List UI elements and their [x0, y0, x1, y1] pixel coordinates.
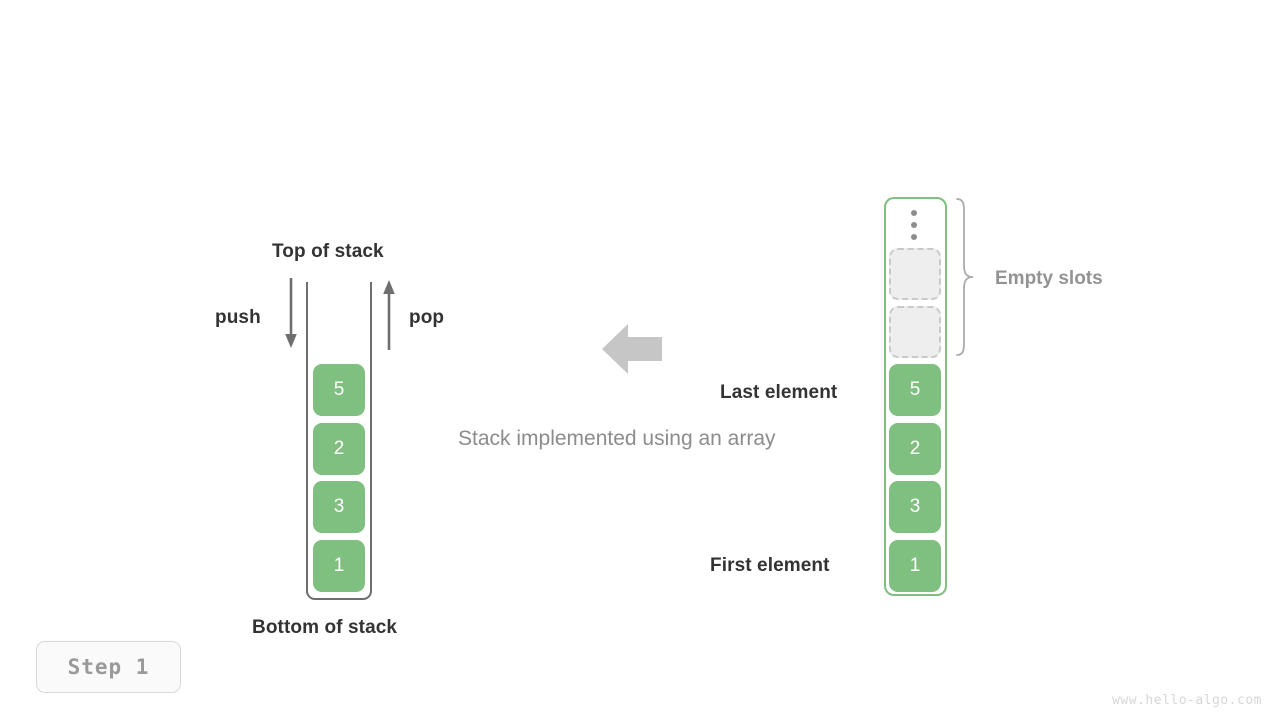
pop-label: pop	[409, 307, 445, 328]
watermark: www.hello-algo.com	[1112, 693, 1262, 708]
empty-slot	[889, 306, 941, 358]
first-element-label: First element	[710, 555, 830, 576]
stack-element: 2	[313, 423, 365, 475]
vertical-ellipsis-icon	[910, 210, 918, 240]
array-element: 1	[889, 540, 941, 592]
step-badge: Step 1	[36, 641, 181, 693]
empty-slot	[889, 248, 941, 300]
diagram-caption: Stack implemented using an array	[458, 427, 776, 450]
stack-element: 5	[313, 364, 365, 416]
top-of-stack-label: Top of stack	[272, 241, 384, 262]
last-element-label: Last element	[720, 382, 838, 403]
pop-arrow-icon	[383, 280, 395, 350]
empty-slots-label: Empty slots	[995, 268, 1103, 289]
stack-element: 1	[313, 540, 365, 592]
empty-slots-brace	[956, 198, 974, 356]
push-label: push	[215, 307, 261, 328]
stack-element: 3	[313, 481, 365, 533]
push-arrow-icon	[285, 278, 297, 348]
array-element: 3	[889, 481, 941, 533]
array-element: 2	[889, 423, 941, 475]
array-element: 5	[889, 364, 941, 416]
stack-container-outline	[306, 282, 372, 600]
arrow-left-icon	[602, 324, 662, 374]
bottom-of-stack-label: Bottom of stack	[252, 617, 398, 638]
